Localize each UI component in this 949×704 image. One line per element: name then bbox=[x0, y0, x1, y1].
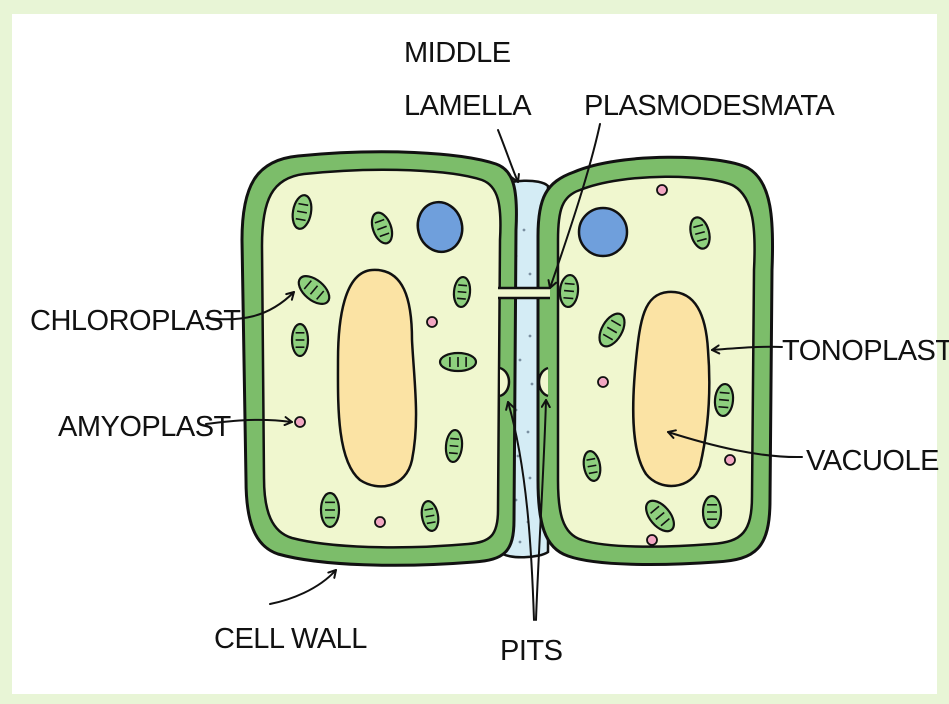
chloroplast bbox=[321, 493, 339, 527]
left-cell-vacuole bbox=[338, 270, 416, 486]
label-amyoplast: AMYOPLAST bbox=[58, 411, 232, 443]
amyloplast bbox=[657, 185, 667, 195]
amyloplast bbox=[375, 517, 385, 527]
label-cell-wall: CELL WALL bbox=[214, 623, 367, 655]
amyloplast bbox=[427, 317, 437, 327]
right-cell-nucleus bbox=[579, 208, 627, 256]
label-middle-lamella-line1: MIDDLE bbox=[404, 37, 511, 69]
leader-cell-wall bbox=[270, 570, 336, 604]
chloroplast bbox=[292, 324, 308, 356]
label-middle-lamella-line2: LAMELLA bbox=[404, 90, 532, 122]
amyloplast bbox=[725, 455, 735, 465]
label-chloroplast: CHLOROPLAST bbox=[30, 305, 241, 337]
label-plasmodesmata: PLASMODESMATA bbox=[584, 90, 835, 122]
amyloplast bbox=[647, 535, 657, 545]
label-vacuole: VACUOLE bbox=[806, 445, 939, 477]
chloroplast bbox=[440, 353, 476, 371]
chloroplast bbox=[703, 496, 721, 528]
amyloplast bbox=[598, 377, 608, 387]
label-pits: PITS bbox=[500, 635, 563, 667]
right-cell-vacuole bbox=[633, 292, 709, 486]
label-tonoplast: TONOPLAST bbox=[782, 335, 949, 367]
plasmodesmata-channel bbox=[498, 288, 550, 298]
amyloplast bbox=[295, 417, 305, 427]
